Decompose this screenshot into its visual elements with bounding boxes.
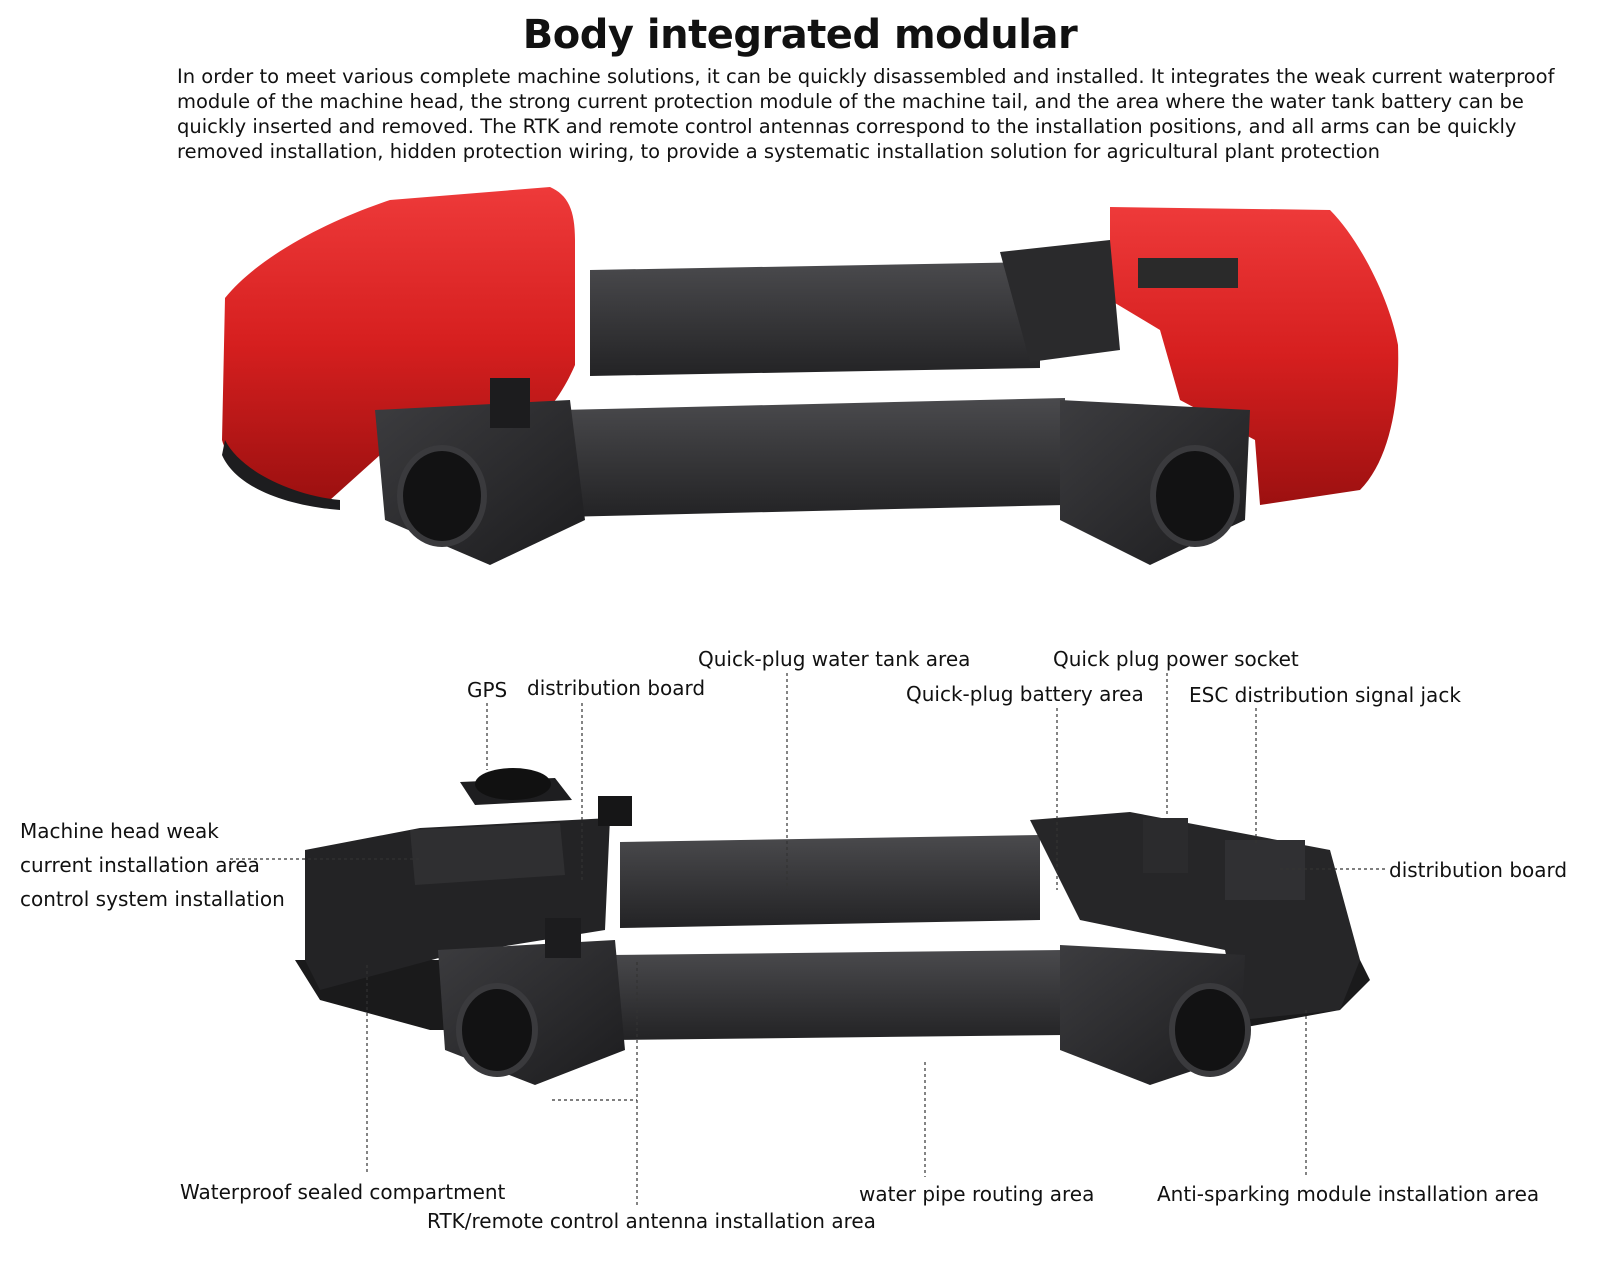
gps-dome bbox=[475, 768, 551, 800]
gps-pipe bbox=[490, 378, 530, 428]
label-waterproof-compartment: Waterproof sealed compartment bbox=[180, 1180, 506, 1204]
label-head-line: Machine head weak bbox=[20, 819, 219, 843]
rear-arm-beam bbox=[620, 835, 1040, 928]
intro-line: In order to meet various complete machin… bbox=[177, 65, 1555, 88]
label-rtk-antenna-area: RTK/remote control antenna installation … bbox=[427, 1209, 876, 1233]
rear-arm-beam bbox=[590, 262, 1040, 376]
intro-line: quickly inserted and removed. The RTK an… bbox=[177, 115, 1517, 138]
left-arm-socket bbox=[397, 445, 487, 547]
power-socket bbox=[1138, 258, 1238, 288]
label-battery-area: Quick-plug battery area bbox=[906, 682, 1144, 706]
label-distribution-board-left: distribution board bbox=[527, 676, 706, 700]
front-arm-beam bbox=[610, 950, 1065, 1040]
power-socket bbox=[1143, 818, 1188, 873]
label-head-line: control system installation bbox=[20, 887, 285, 911]
control-module bbox=[410, 823, 565, 885]
antenna-pipe bbox=[598, 796, 632, 826]
intro-line: module of the machine head, the strong c… bbox=[177, 90, 1524, 113]
page-title: Body integrated modular bbox=[522, 12, 1078, 58]
label-head-line: current installation area bbox=[20, 853, 260, 877]
left-arm-socket bbox=[456, 983, 538, 1077]
label-gps: GPS bbox=[467, 678, 508, 702]
rtk-pipe bbox=[545, 918, 581, 958]
label-distribution-board-right: distribution board bbox=[1389, 858, 1568, 882]
distribution-board-right bbox=[1225, 840, 1305, 900]
label-head-installation: Machine head weak current installation a… bbox=[20, 814, 285, 916]
leader-lines bbox=[230, 673, 1385, 1208]
battery-bracket bbox=[1000, 240, 1120, 362]
top-assembled-body bbox=[222, 187, 1399, 565]
label-esc-jack: ESC distribution signal jack bbox=[1189, 683, 1461, 707]
head-shell-trim bbox=[222, 440, 340, 510]
label-water-pipe-routing: water pipe routing area bbox=[859, 1182, 1095, 1206]
intro-paragraph: In order to meet various complete machin… bbox=[177, 64, 1557, 164]
front-arm-beam bbox=[560, 398, 1065, 517]
bottom-exploded-body bbox=[295, 768, 1370, 1085]
label-water-tank-area: Quick-plug water tank area bbox=[698, 647, 971, 671]
intro-line: removed installation, hidden protection … bbox=[177, 140, 1381, 163]
label-anti-sparking-area: Anti-sparking module installation area bbox=[1157, 1182, 1540, 1206]
label-power-socket: Quick plug power socket bbox=[1053, 647, 1299, 671]
right-arm-socket bbox=[1150, 445, 1240, 547]
right-arm-socket bbox=[1169, 983, 1251, 1077]
